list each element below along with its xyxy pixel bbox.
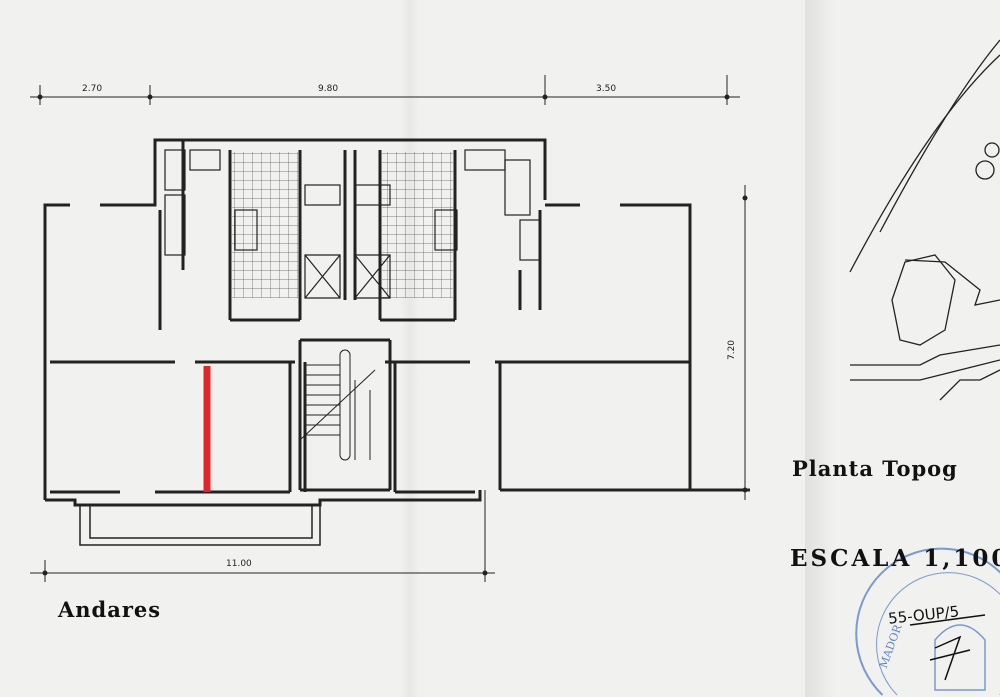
kitchen-fixtures xyxy=(164,149,541,299)
paper-fold-shadow xyxy=(805,0,835,697)
floor-label: Andares xyxy=(58,597,162,622)
dimension-label: 11.00 xyxy=(226,559,252,569)
stair-treads xyxy=(299,349,376,461)
bottom-dimension-line xyxy=(30,490,495,582)
tiled-bathroom-left xyxy=(232,152,298,298)
tiled-bathroom-right xyxy=(382,152,453,298)
balcony xyxy=(79,505,321,546)
dimension-label: 9.80 xyxy=(318,84,339,94)
official-stamp xyxy=(855,547,1000,696)
right-dimension-line xyxy=(742,185,748,500)
topographic-sketch xyxy=(849,39,1000,401)
scale-label: ESCALA 1,100 xyxy=(790,545,1000,572)
dimension-label: 2.70 xyxy=(82,84,103,94)
plan-title: Planta Topog xyxy=(792,456,958,481)
dimension-label: 3.50 xyxy=(596,84,617,94)
top-dimension-line xyxy=(30,75,740,105)
handwritten-annotation xyxy=(909,614,986,681)
dimension-label: 7.20 xyxy=(727,339,738,361)
walls xyxy=(43,138,750,507)
